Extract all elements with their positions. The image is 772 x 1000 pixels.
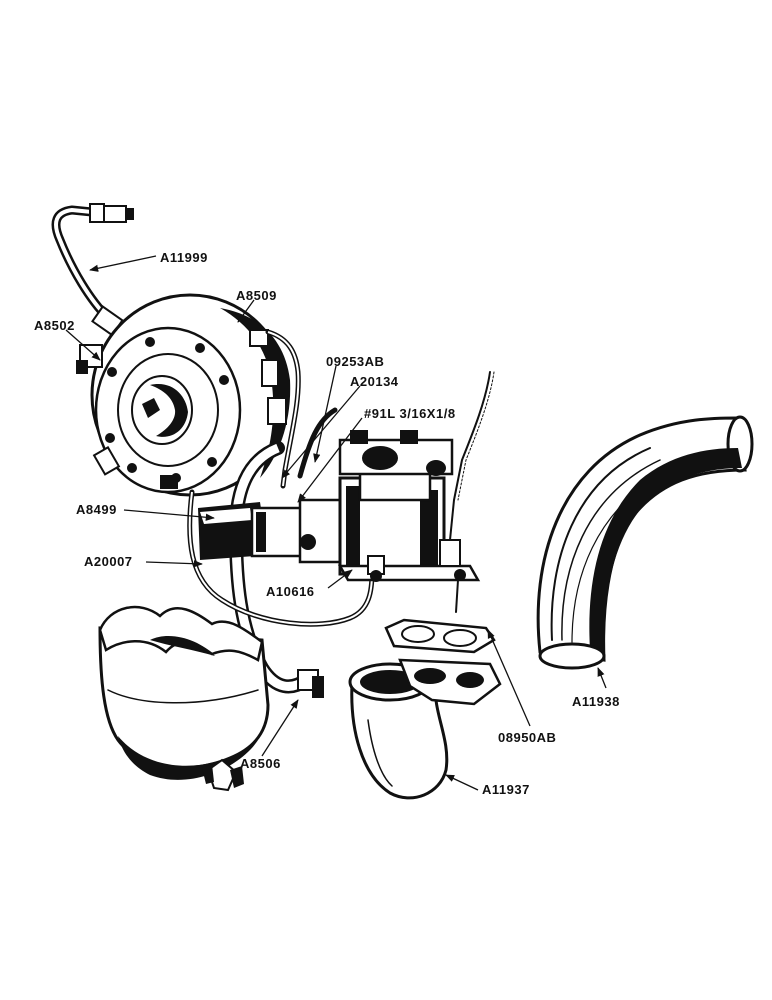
label-a11999: A11999 [160, 250, 208, 265]
label-a8509: A8509 [236, 288, 277, 303]
label-a8506: A8506 [240, 756, 281, 771]
label-a8502: A8502 [34, 318, 75, 333]
elbow-a11937 [348, 658, 502, 800]
hose-a20007 [187, 489, 375, 627]
gasket-08950ab [384, 618, 496, 654]
hose-a8506 [229, 441, 324, 698]
label-a20007: A20007 [84, 554, 133, 569]
mixer-a10616 [250, 371, 495, 613]
label-a11937: A11937 [482, 782, 530, 797]
air-cleaner-pan [98, 605, 270, 792]
elbow-a11938 [536, 415, 754, 670]
fuel-line-tube [51, 203, 134, 337]
label-screw-91l: #91L 3/16X1/8 [364, 406, 456, 421]
label-09253ab: 09253AB [326, 354, 384, 369]
regulator-body [76, 293, 291, 497]
leader-lines [65, 255, 607, 791]
label-08950ab: 08950AB [498, 730, 556, 745]
label-a8499: A8499 [76, 502, 117, 517]
label-a20134: A20134 [350, 374, 399, 389]
tube-09253ab [265, 329, 338, 489]
label-a11938: A11938 [572, 694, 620, 709]
label-a10616: A10616 [266, 584, 315, 599]
